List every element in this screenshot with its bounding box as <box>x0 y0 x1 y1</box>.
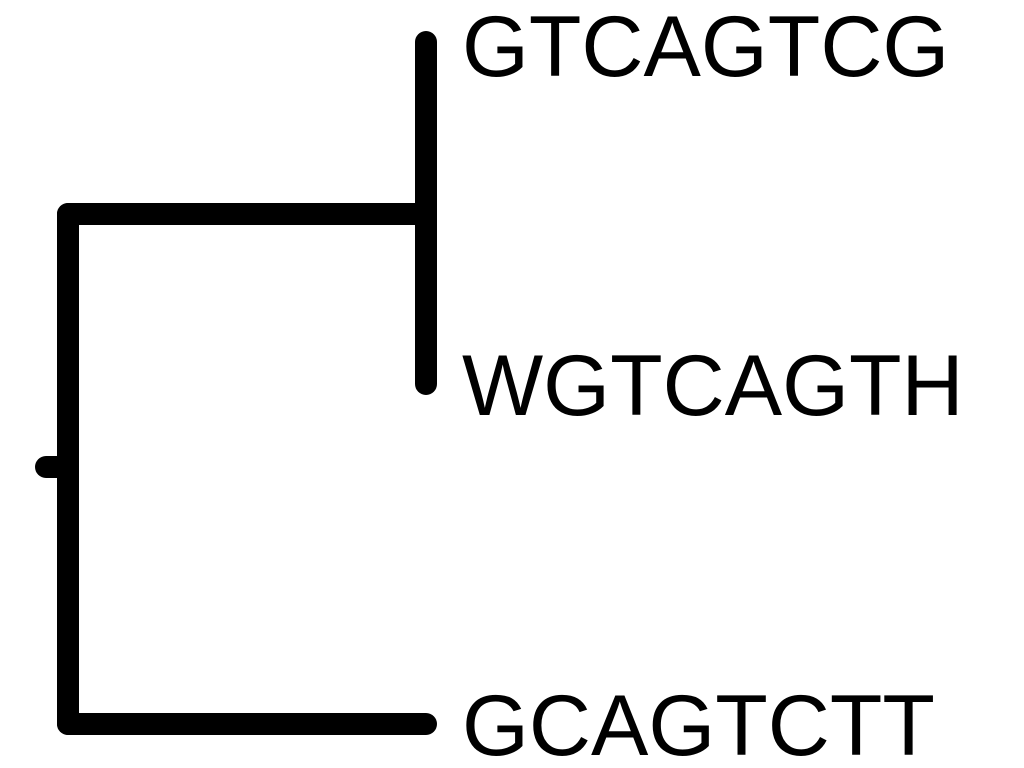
leaf-label-middle: WGTCAGTH <box>462 338 964 434</box>
leaf-label-top: GTCAGTCG <box>462 0 950 95</box>
leaf-label-bottom: GCAGTCTT <box>462 678 935 768</box>
